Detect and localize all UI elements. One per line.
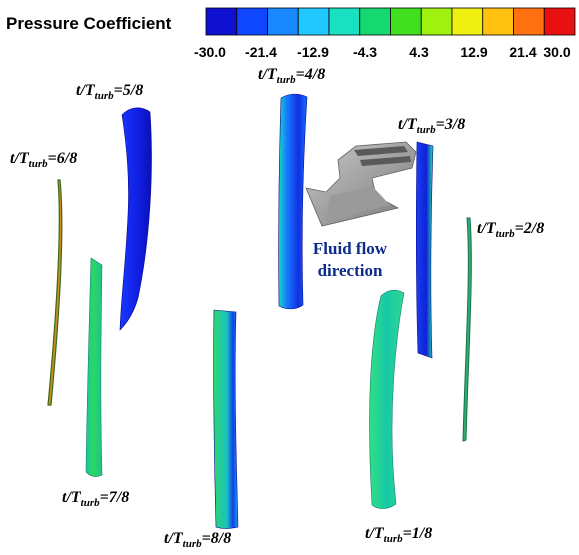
tick-label: 30.0 [543, 44, 571, 60]
colorbar-swatch [482, 7, 514, 36]
colorbar-swatch [390, 7, 422, 36]
colorbar-swatch [236, 7, 268, 36]
colorbar-swatch [451, 7, 484, 36]
blade-1-8 [369, 289, 405, 509]
blade-5-8 [119, 107, 152, 331]
legend-title: Pressure Coefficient [6, 14, 172, 33]
blade-2-8 [462, 217, 472, 442]
colorbar-swatch [513, 7, 545, 36]
tick-label: -30.0 [194, 44, 226, 60]
colorbar-swatch [205, 7, 238, 36]
label-8-8: t/Tturb=8/8 [164, 530, 232, 551]
tick-label: -21.4 [245, 44, 277, 60]
colorbar-swatch [420, 7, 453, 36]
label-3-8: t/Tturb=3/8 [398, 116, 466, 137]
blade-6-8 [47, 179, 63, 406]
label-5-8: t/Tturb=5/8 [76, 82, 144, 103]
flow-direction-label: Fluid flow direction [312, 239, 388, 280]
colorbar-swatch [543, 7, 576, 36]
colorbar-swatch [328, 7, 361, 36]
blade-7-8 [85, 257, 103, 477]
label-4-8: t/Tturb=4/8 [258, 66, 326, 87]
colorbar-swatch [267, 7, 299, 36]
colorbar-swatch [297, 7, 330, 36]
blade-8-8 [213, 309, 239, 529]
tick-label: 21.4 [509, 44, 537, 60]
tick-label: -4.3 [352, 44, 378, 60]
label-1-8: t/Tturb=1/8 [365, 525, 433, 546]
tick-label: 4.3 [409, 44, 429, 60]
colorbar [205, 7, 576, 36]
colorbar-swatch [359, 7, 391, 36]
tick-label: 12.9 [460, 44, 488, 60]
label-7-8: t/Tturb=7/8 [62, 489, 130, 510]
tick-label: -12.9 [297, 44, 329, 60]
blade-3-8 [416, 141, 434, 359]
label-6-8: t/Tturb=6/8 [10, 150, 78, 171]
blade-4-8 [278, 93, 308, 310]
label-2-8: t/Tturb=2/8 [477, 220, 545, 241]
flow-arrow-icon [305, 141, 417, 227]
